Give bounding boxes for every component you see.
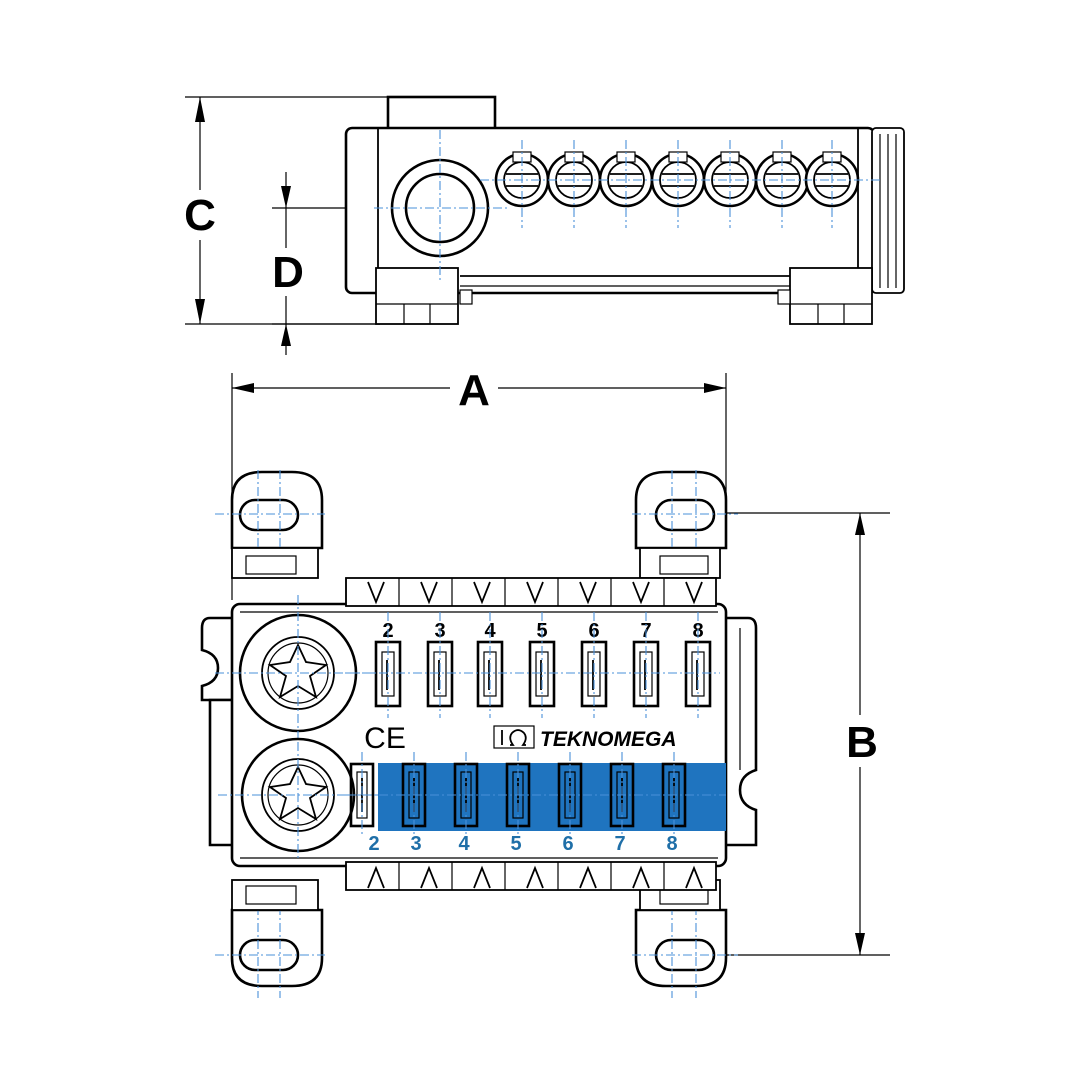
side-view: C D (178, 95, 905, 355)
top-terminal: 7 (632, 612, 660, 718)
top-terminal: 5 (528, 612, 556, 718)
dimension-c-label: C (184, 191, 216, 240)
dimension-a: A (231, 365, 727, 600)
bottom-terminal-number: 6 (562, 833, 573, 855)
mounting-tab-top-left (215, 470, 325, 552)
large-screw-bottom (218, 737, 380, 860)
bottom-terminal-number: 3 (410, 833, 421, 855)
top-terminal: 8 (684, 612, 712, 718)
top-terminal: 3 (426, 612, 454, 718)
bottom-terminal-number: 4 (458, 833, 470, 855)
brand-logo: TEKNOMEGA (493, 725, 677, 751)
top-terminal: 6 (580, 612, 608, 718)
brand-name: TEKNOMEGA (540, 728, 677, 751)
bottom-terminal-number: 2 (368, 833, 379, 855)
ribs-bottom (345, 862, 703, 890)
terminal-band (378, 763, 726, 831)
mounting-tab-bottom-left (215, 906, 325, 998)
dimension-d-label: D (272, 248, 304, 297)
top-terminal: 2 (374, 612, 402, 718)
bottom-terminal-number: 8 (666, 833, 677, 855)
dimension-a-label: A (458, 366, 490, 415)
side-screw-row (494, 140, 860, 228)
large-screw-top (215, 595, 378, 752)
ribs-top (345, 578, 703, 606)
bottom-terminal-number: 7 (614, 833, 625, 855)
dimension-b-label: B (846, 718, 878, 767)
mounting-tab-bottom-right (632, 906, 738, 998)
mounting-tab-top-right (632, 470, 738, 552)
bottom-terminal-number: 5 (510, 833, 521, 855)
dimension-b: B (718, 512, 890, 956)
ce-mark: CE (364, 722, 406, 755)
top-terminal: 4 (476, 612, 504, 718)
